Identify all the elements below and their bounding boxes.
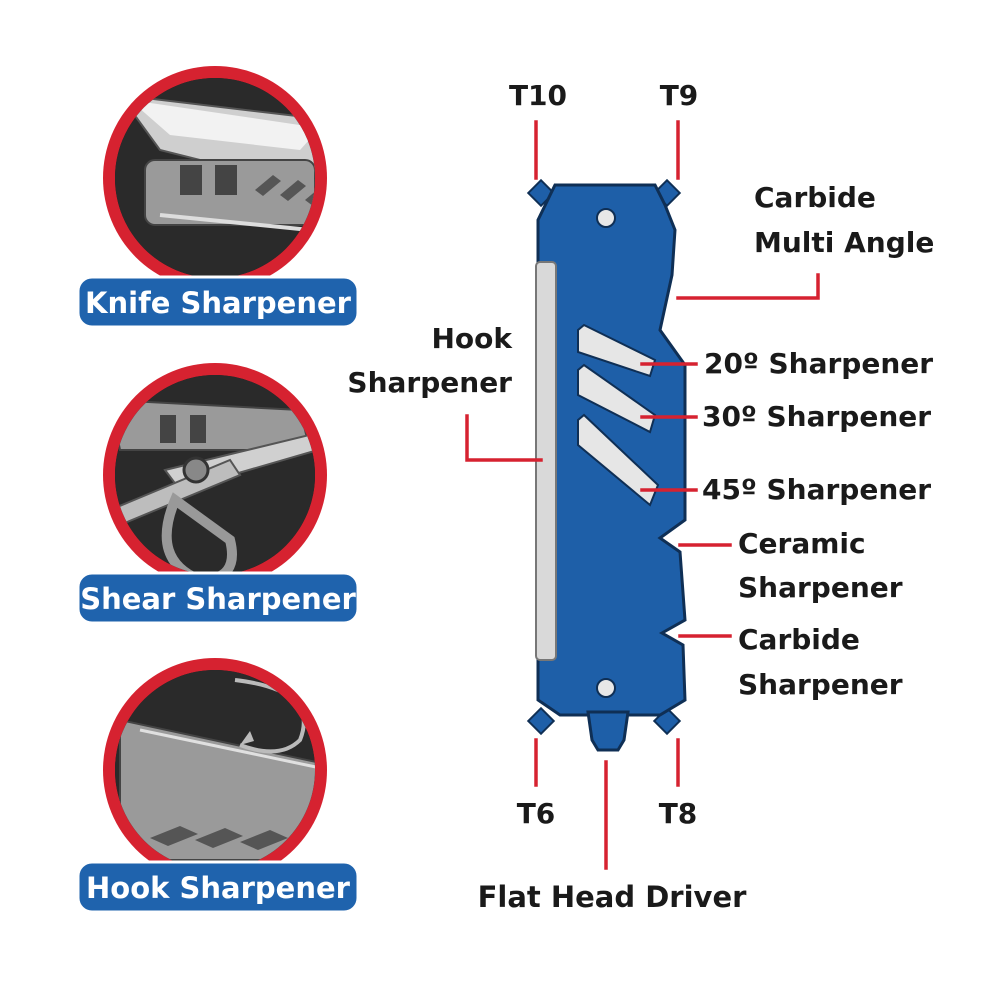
tool-body (526, 178, 687, 752)
label-20-sharpener: 20º Sharpener (704, 347, 933, 380)
label-carbide-line1: Carbide (738, 623, 860, 656)
label-ceramic-line1: Ceramic (738, 527, 866, 560)
label-hook-line2: Sharpener (347, 366, 512, 399)
label-t8: T8 (659, 797, 698, 830)
feature-knife-sharpener: Knife Sharpener (76, 66, 360, 329)
shears-icon (115, 375, 315, 575)
label-carbide-multi-line2: Multi Angle (754, 226, 934, 259)
tool-labels: T10 T9 T6 T8 Carbide Multi Angle Hook Sh… (347, 79, 934, 914)
label-hook-line1: Hook (431, 322, 513, 355)
knife-blade-icon (115, 78, 315, 278)
label-t9: T9 (660, 79, 699, 112)
label-flat-head-driver: Flat Head Driver (478, 880, 748, 914)
feature-hook-sharpener: Hook Sharpener (76, 658, 360, 914)
label-t6: T6 (517, 797, 556, 830)
label-ceramic-line2: Sharpener (738, 571, 903, 604)
fish-hook-icon (115, 670, 315, 870)
feature-shear-sharpener: Shear Sharpener (76, 363, 360, 625)
label-45-sharpener: 45º Sharpener (702, 473, 931, 506)
feature-label: Hook Sharpener (86, 871, 351, 905)
label-carbide-line2: Sharpener (738, 668, 903, 701)
label-carbide-multi-line1: Carbide (754, 181, 876, 214)
feature-label: Knife Sharpener (85, 286, 352, 320)
label-t10: T10 (509, 79, 567, 112)
feature-label: Shear Sharpener (80, 582, 356, 616)
leader-lines (465, 120, 820, 870)
label-30-sharpener: 30º Sharpener (702, 400, 931, 433)
